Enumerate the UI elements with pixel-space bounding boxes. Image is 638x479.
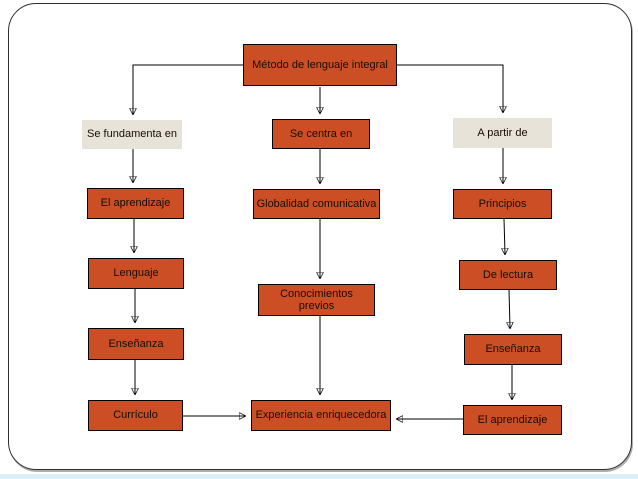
node-de-lectura: De lectura (459, 260, 557, 290)
node-ensenanza-right: Enseñanza (464, 334, 562, 365)
node-lenguaje: Lenguaje (88, 258, 184, 289)
node-metodo-de-lenguaje-integral: Método de lenguaje integral (243, 44, 397, 86)
node-se-centra-en: Se centra en (272, 119, 370, 149)
node-ensenanza-left: Enseñanza (88, 328, 184, 360)
bottom-edge-strip (0, 474, 638, 479)
node-conocimientos-previos: Conocimientos previos (258, 284, 375, 316)
node-principios: Principios (453, 189, 552, 219)
node-se-fundamenta-en: Se fundamenta en (82, 120, 182, 149)
node-experiencia-enriquecedora: Experiencia enriquecedora (251, 400, 391, 431)
node-a-partir-de: A partir de (453, 118, 552, 148)
node-el-aprendizaje-right: El aprendizaje (463, 405, 562, 435)
node-globalidad-comunicativa: Globalidad comunicativa (253, 189, 380, 219)
node-curriculo: Currículo (88, 400, 183, 431)
node-el-aprendizaje-left: El aprendizaje (87, 188, 184, 219)
